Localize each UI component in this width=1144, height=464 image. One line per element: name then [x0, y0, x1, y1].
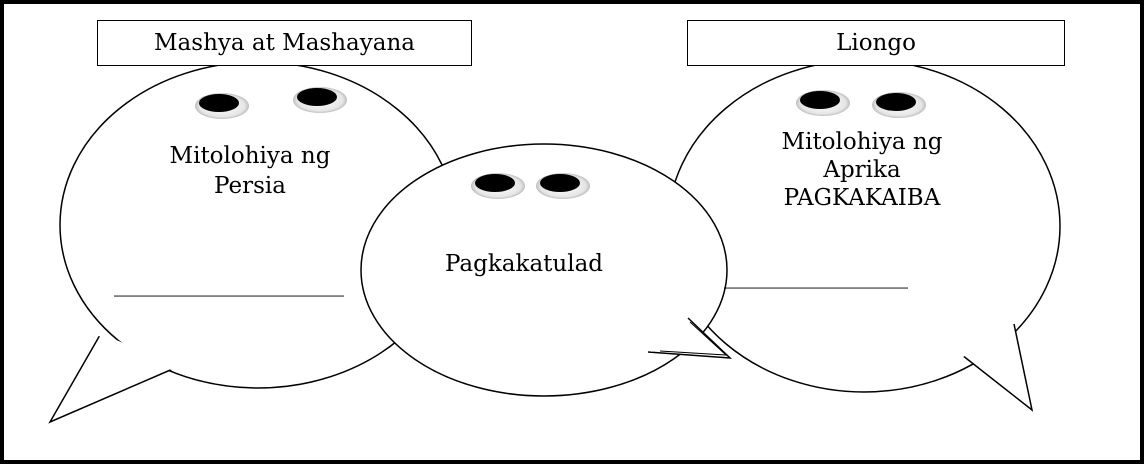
- left-title-box: Mashya at Mashayana: [97, 20, 472, 66]
- left-bubble-eyes-icon: [195, 87, 347, 119]
- center-speech-bubble: [360, 143, 733, 397]
- right-bubble-line3: PAGKAKAIBA: [783, 185, 941, 211]
- center-bubble-label: Pagkakatulad: [444, 251, 604, 277]
- left-answer-blank[interactable]: ____________________: [114, 271, 344, 297]
- right-answer-blank[interactable]: ________________: [724, 263, 908, 289]
- right-bubble-eyes-icon: [796, 90, 926, 118]
- left-title: Mashya at Mashayana: [154, 30, 415, 56]
- left-bubble-line2: Persia: [214, 173, 286, 199]
- right-title: Liongo: [836, 30, 916, 56]
- left-bubble-line1: Mitolohiya ng: [169, 143, 331, 169]
- right-bubble-line2: Aprika: [823, 157, 901, 183]
- right-speech-bubble: [667, 59, 1061, 412]
- center-bubble-eyes-icon: [471, 173, 590, 199]
- left-speech-bubble: [48, 61, 457, 424]
- right-bubble-line1: Mitolohiya ng: [781, 129, 943, 155]
- right-title-box: Liongo: [687, 20, 1065, 66]
